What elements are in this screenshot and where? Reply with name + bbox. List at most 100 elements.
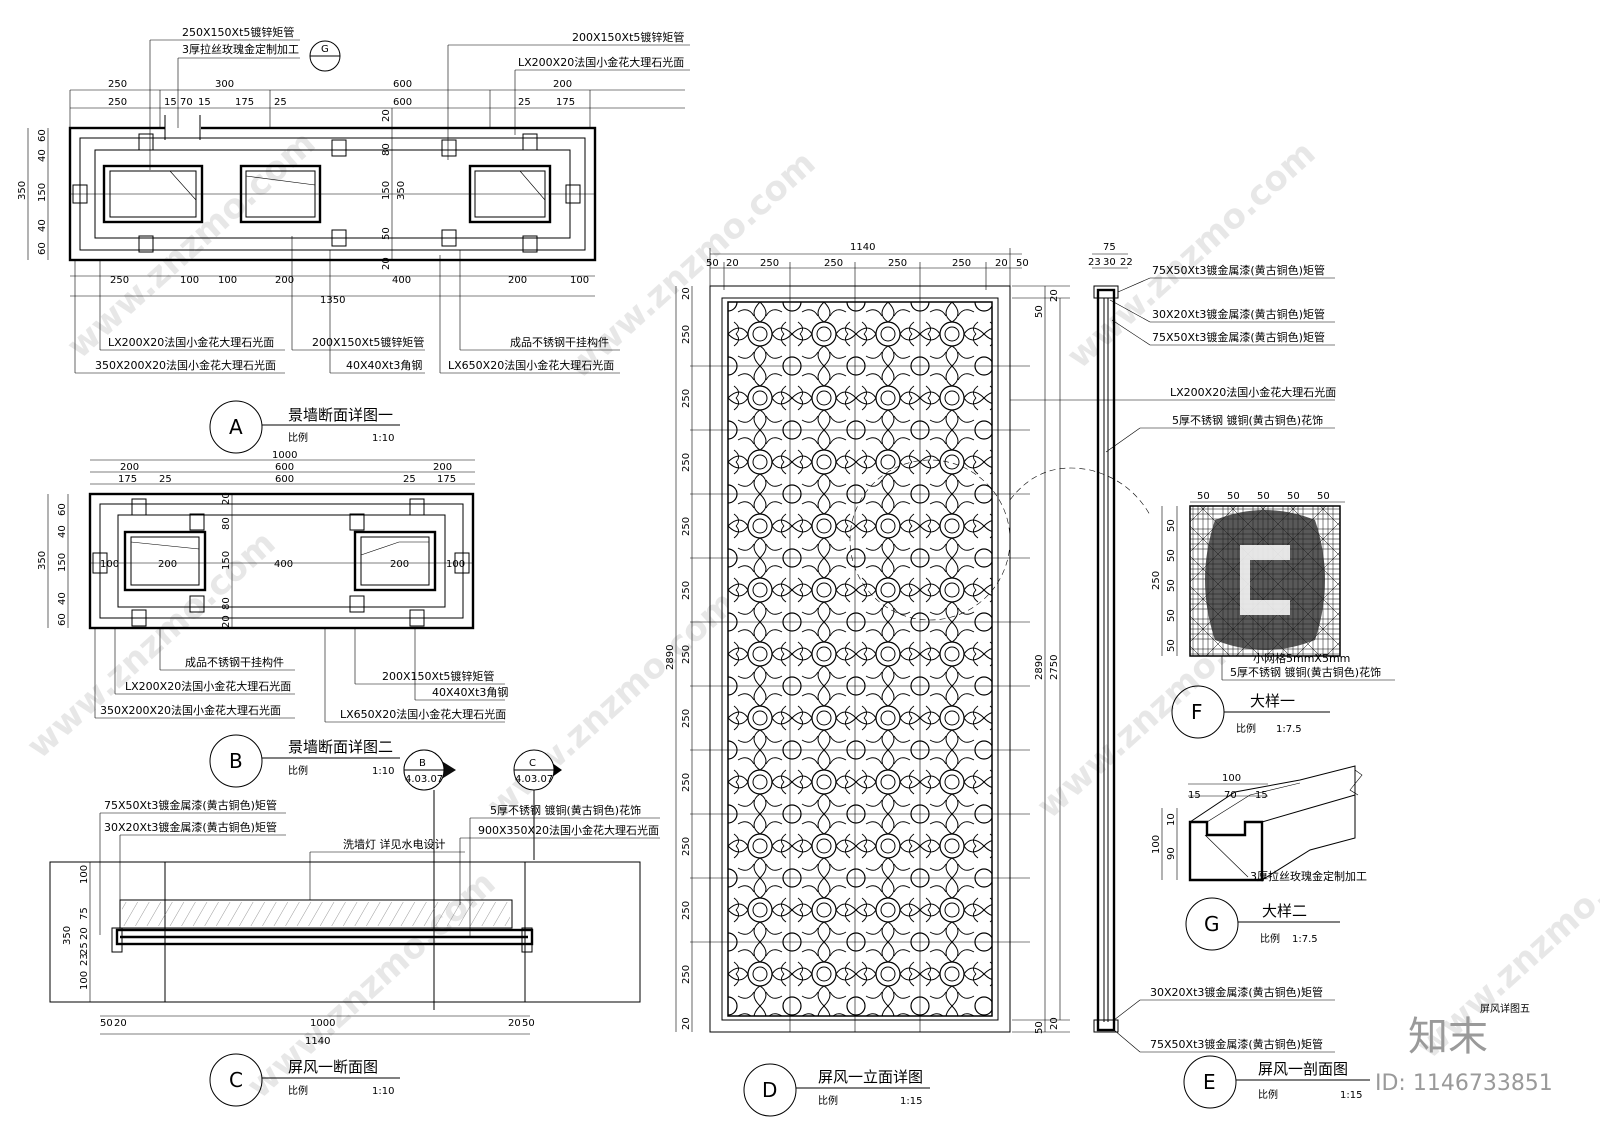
dim: 250 <box>760 258 779 269</box>
dim: 40 <box>37 149 48 162</box>
dim: 1350 <box>320 295 345 306</box>
callout: 40X40Xt3角钢 <box>346 359 422 372</box>
dim: 25 <box>79 942 90 955</box>
callout: LX200X20法国小金花大理石光面 <box>1170 385 1336 399</box>
section-symbol-top: B <box>419 758 426 769</box>
callout: 30X20Xt3镀金属漆(黄古铜色)矩管 <box>1150 985 1323 999</box>
section-marker <box>209 734 263 788</box>
detail-g: 100 15 70 15 10 100 90 3厚拉丝玫瑰金定制加工 G 大样二… <box>1151 765 1367 951</box>
scale-value: 1:10 <box>372 766 394 777</box>
dim: 50 <box>522 1018 535 1029</box>
callout: 30X20Xt3镀金属漆(黄古铜色)矩管 <box>104 820 277 834</box>
dim: 175 <box>235 97 254 108</box>
dim: 25 <box>159 474 172 485</box>
scale-label: 比例 <box>818 1094 838 1107</box>
section-marker <box>209 1053 263 1107</box>
callout: 75X50Xt3镀金属漆(黄古铜色)矩管 <box>1152 330 1325 344</box>
dim: 80 <box>221 597 232 610</box>
dim: 50 <box>1257 491 1270 502</box>
dim: 70 <box>180 97 193 108</box>
dim: 50 <box>1227 491 1240 502</box>
dim: 50 <box>1166 639 1177 652</box>
asset-id: ID: 1146733851 <box>1375 1071 1553 1096</box>
section-marker-label: D <box>762 1078 777 1102</box>
dim: 50 <box>1317 491 1330 502</box>
callout: 30X20Xt3镀金属漆(黄古铜色)矩管 <box>1152 307 1325 321</box>
dim: 50 <box>1166 549 1177 562</box>
dim: 20 <box>79 927 90 940</box>
callout: 200X150Xt5镀锌矩管 <box>572 30 684 44</box>
dim: 10 <box>1166 813 1177 826</box>
detail-note: 小网格5mmX5mm <box>1253 651 1350 665</box>
dim: 250 <box>1151 571 1162 590</box>
detail-marker-label: F <box>1191 700 1203 724</box>
dim: 50 <box>1166 579 1177 592</box>
dim: 100 <box>1151 835 1162 854</box>
dim: 175 <box>556 97 575 108</box>
dim: 250 <box>681 325 692 344</box>
dim: 300 <box>215 79 234 90</box>
section-marker-label: B <box>229 749 243 773</box>
callout: LX200X20法国小金花大理石光面 <box>125 679 291 693</box>
dim: 200 <box>508 275 527 286</box>
dim: 50 <box>1197 491 1210 502</box>
dim: 200 <box>390 559 409 570</box>
dim: 50 <box>1016 258 1029 269</box>
dim: 100 <box>100 559 119 570</box>
section-symbol-top: C <box>529 758 536 769</box>
dim: 250 <box>681 581 692 600</box>
dim: 250 <box>681 517 692 536</box>
dim: 75 <box>79 907 90 920</box>
dim: 250 <box>108 79 127 90</box>
detail-marker <box>1185 897 1239 951</box>
dim: 150 <box>57 553 68 572</box>
dim: 80 <box>381 143 392 156</box>
scale-value: 1:10 <box>372 433 394 444</box>
dim: 175 <box>437 474 456 485</box>
section-symbol-bottom: 4.03.07 <box>515 774 553 785</box>
dim: 50 <box>1166 519 1177 532</box>
dim: 250 <box>681 773 692 792</box>
detail-note: 3厚拉丝玫瑰金定制加工 <box>1250 869 1367 883</box>
scale-value: 1:10 <box>372 1086 394 1097</box>
scale-label: 比例 <box>1258 1088 1278 1101</box>
detail-f: 50 50 50 50 50 250 50 50 50 50 50 小网格5mm… <box>1151 491 1395 739</box>
dim: 600 <box>393 79 412 90</box>
dim: 250 <box>681 389 692 408</box>
dim: 2890 <box>665 645 676 670</box>
dim: 60 <box>37 129 48 142</box>
dim: 100 <box>570 275 589 286</box>
dim: 250 <box>681 837 692 856</box>
ref-label: G <box>321 44 329 55</box>
callout: 40X40Xt3角钢 <box>432 686 508 699</box>
dim: 175 <box>118 474 137 485</box>
dim: 50 <box>1034 1021 1045 1034</box>
scale-value: 1:15 <box>1340 1090 1362 1101</box>
dim: 400 <box>392 275 411 286</box>
dim: 350 <box>37 551 48 570</box>
detail-marker-label: G <box>1204 912 1220 936</box>
dim: 15 <box>198 97 211 108</box>
scale-label: 比例 <box>1260 932 1280 945</box>
dim: 50 <box>381 227 392 240</box>
dim: 20 <box>726 258 739 269</box>
dim: 350 <box>17 181 28 200</box>
dim: 100 <box>1222 773 1241 784</box>
dim: 20 <box>995 258 1008 269</box>
dim: 600 <box>275 462 294 473</box>
section-title: 屏风一剖面图 <box>1258 1060 1348 1078</box>
section-title: 景墙断面详图二 <box>288 738 393 756</box>
dim: 250 <box>888 258 907 269</box>
dim: 40 <box>57 592 68 605</box>
dim: 200 <box>275 275 294 286</box>
callout: LX200X20法国小金花大理石光面 <box>108 335 274 349</box>
dim: 60 <box>57 503 68 516</box>
section-marker <box>743 1063 797 1117</box>
watermark: www.znzmo.com <box>59 123 323 366</box>
dim: 1000 <box>310 1018 335 1029</box>
dim: 20 <box>1049 1017 1060 1030</box>
callout: 3厚拉丝玫瑰金定制加工 <box>182 42 299 56</box>
dim: 20 <box>681 287 692 300</box>
